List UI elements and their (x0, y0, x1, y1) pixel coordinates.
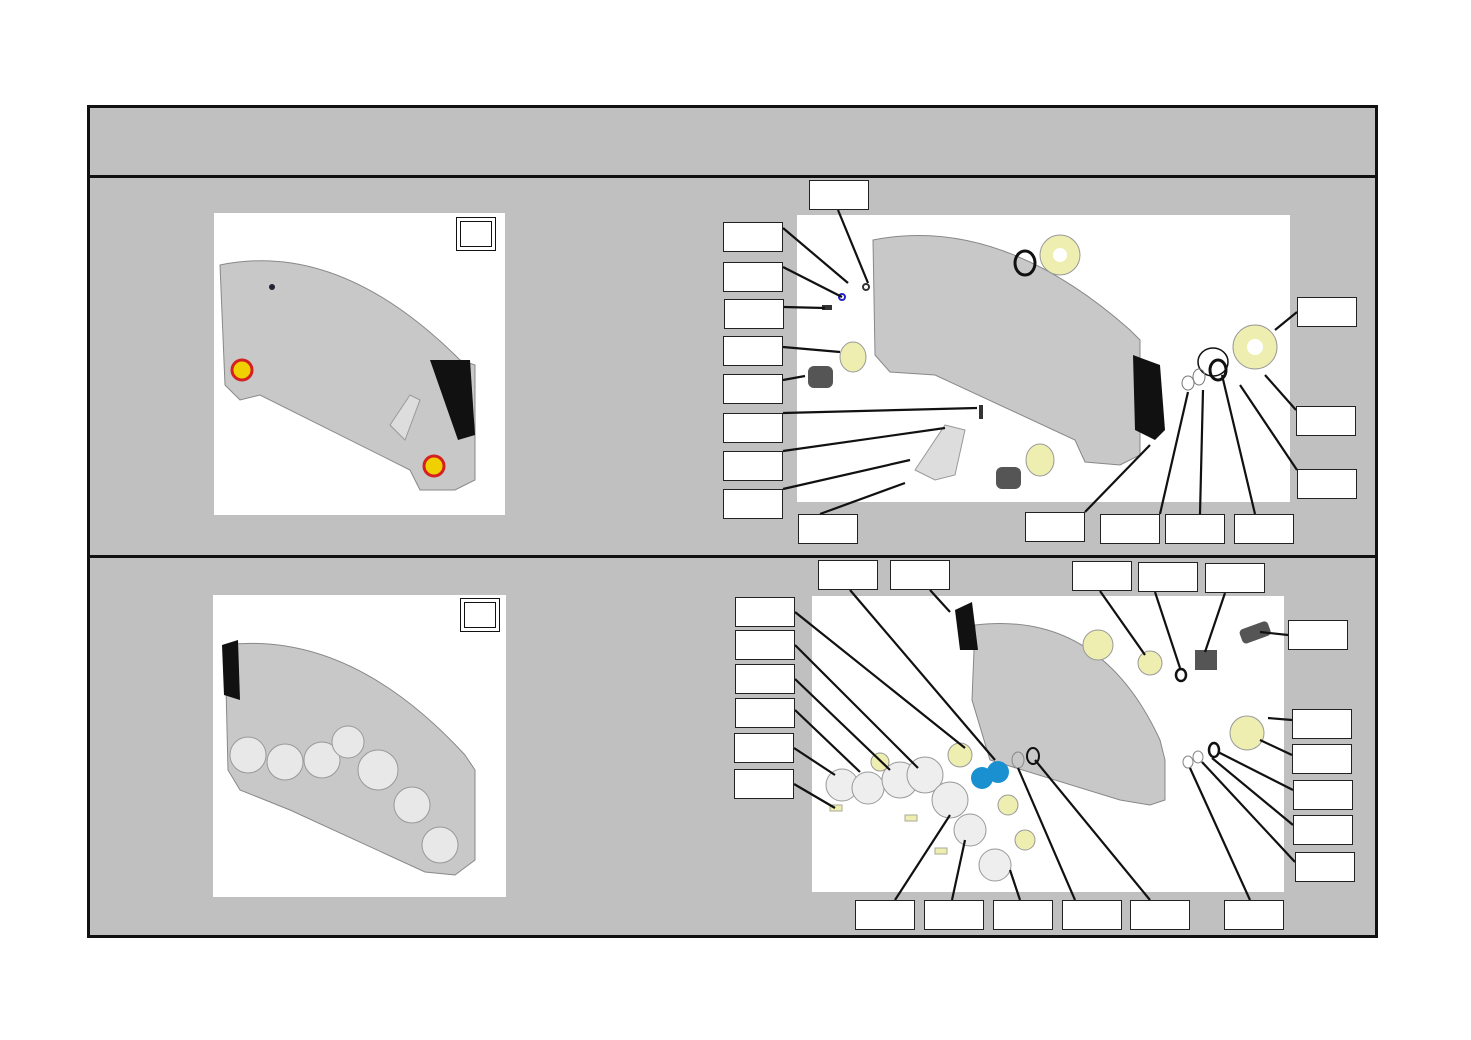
callout-box-row1-17 (1297, 469, 1357, 499)
view-tag-bottom (460, 598, 500, 632)
row-divider (90, 555, 1375, 558)
callout-box-row1-7 (723, 413, 783, 443)
callout-box-row2-23 (1224, 900, 1284, 930)
callout-box-row2-21 (1062, 900, 1122, 930)
callout-box-row1-5 (723, 336, 783, 366)
callout-box-row2-10 (735, 698, 795, 728)
callout-box-row1-6 (723, 374, 783, 404)
callout-box-row2-19 (924, 900, 984, 930)
callout-box-row2-17 (1295, 852, 1355, 882)
exploded-view-bottom (812, 596, 1284, 892)
callout-box-row1-1 (809, 180, 869, 210)
callout-box-row1-9 (723, 489, 783, 519)
callout-box-row2-18 (855, 900, 915, 930)
callout-box-row2-5 (1205, 563, 1265, 593)
callout-box-row2-9 (735, 664, 795, 694)
callout-box-row2-15 (1293, 780, 1353, 810)
callout-box-row2-8 (735, 630, 795, 660)
callout-box-row2-20 (993, 900, 1053, 930)
callout-box-row1-11 (1025, 512, 1085, 542)
callout-box-row2-4 (1138, 562, 1198, 592)
callout-box-row2-12 (734, 769, 794, 799)
callout-box-row2-22 (1130, 900, 1190, 930)
callout-box-row1-13 (1165, 514, 1225, 544)
callout-box-row2-2 (890, 560, 950, 590)
callout-box-row2-7 (735, 597, 795, 627)
callout-box-row2-13 (1292, 709, 1352, 739)
callout-box-row1-15 (1297, 297, 1357, 327)
callout-box-row1-10 (798, 514, 858, 544)
callout-box-row2-3 (1072, 561, 1132, 591)
callout-box-row2-16 (1293, 815, 1353, 845)
callout-box-row2-11 (734, 733, 794, 763)
callout-box-row1-4 (724, 299, 784, 329)
assembled-view-top (214, 213, 505, 515)
callout-box-row2-6 (1288, 620, 1348, 650)
callout-box-row2-1 (818, 560, 878, 590)
callout-box-row1-2 (723, 222, 783, 252)
exploded-view-top (797, 215, 1290, 502)
callout-box-row1-8 (723, 451, 783, 481)
callout-box-row1-3 (723, 262, 783, 292)
callout-box-row1-12 (1100, 514, 1160, 544)
callout-box-row2-14 (1292, 744, 1352, 774)
callout-box-row1-16 (1296, 406, 1356, 436)
callout-box-row1-14 (1234, 514, 1294, 544)
assembled-view-bottom (213, 595, 506, 897)
header-bar (90, 108, 1375, 178)
view-tag-top (456, 217, 496, 251)
